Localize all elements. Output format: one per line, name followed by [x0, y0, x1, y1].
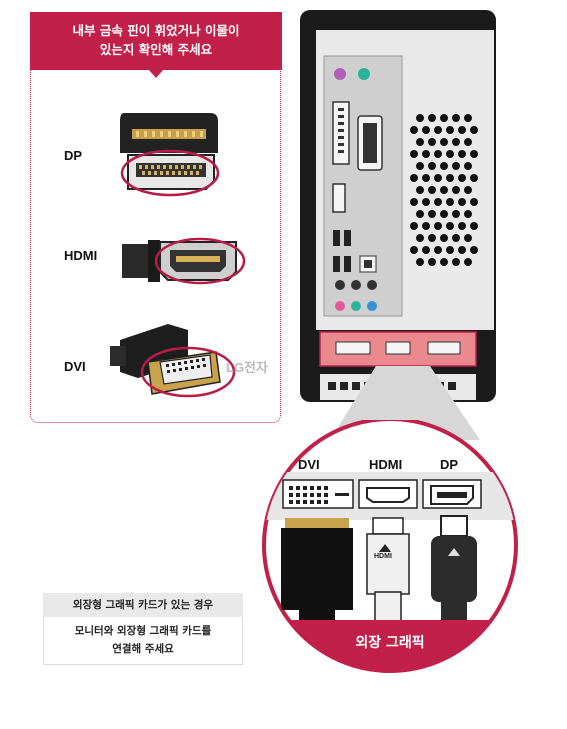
watermark: LG전자: [226, 360, 268, 375]
zoom-detail-circle: [262, 420, 518, 673]
info-line-1: 모니터와 외장형 그래픽 카드를: [74, 625, 212, 637]
dp-connector-illustration: [120, 113, 220, 197]
external-graphics-caption: 외장 그래픽: [355, 635, 425, 651]
warning-banner-pointer: [148, 69, 164, 78]
dvi-connector-illustration: [110, 324, 236, 398]
zoom-dp-label: DP: [440, 457, 459, 472]
pc-rear-panel-illustration: [300, 10, 496, 402]
hdmi-connector-illustration: [122, 237, 246, 285]
dp-label: DP: [64, 148, 83, 163]
inspection-panel-frame: [30, 68, 281, 423]
warning-line-2: 있는지 확인해 주세요: [99, 42, 213, 57]
zoom-hdmi-label: HDMI: [369, 457, 403, 472]
warning-line-1: 내부 금속 핀이 휘었거나 이물이: [72, 23, 240, 38]
hdmi-label: HDMI: [64, 248, 98, 263]
zoom-dvi-label: DVI: [298, 457, 320, 472]
info-box-heading: 외장형 그래픽 카드가 있는 경우: [43, 593, 243, 617]
info-line-2: 연결해 주세요: [112, 643, 174, 655]
hdmi-plug-logo: HDMI: [374, 553, 392, 560]
dvi-label: DVI: [64, 359, 86, 374]
warning-banner: 내부 금속 핀이 휘었거나 이물이 있는지 확인해 주세요: [30, 12, 282, 70]
info-box-body: 모니터와 외장형 그래픽 카드를 연결해 주세요: [43, 622, 243, 658]
